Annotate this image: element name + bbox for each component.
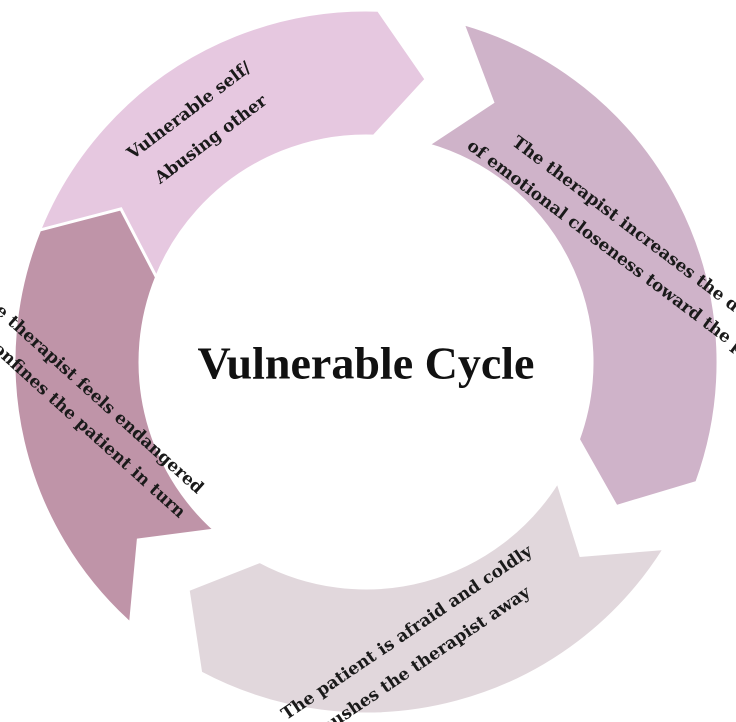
center-title: Vulnerable Cycle bbox=[198, 338, 535, 389]
cycle-segments bbox=[12, 8, 720, 716]
cycle-segment-3 bbox=[186, 478, 668, 716]
cycle-segment-2 bbox=[424, 21, 720, 509]
cycle-segment-4 bbox=[12, 207, 219, 627]
